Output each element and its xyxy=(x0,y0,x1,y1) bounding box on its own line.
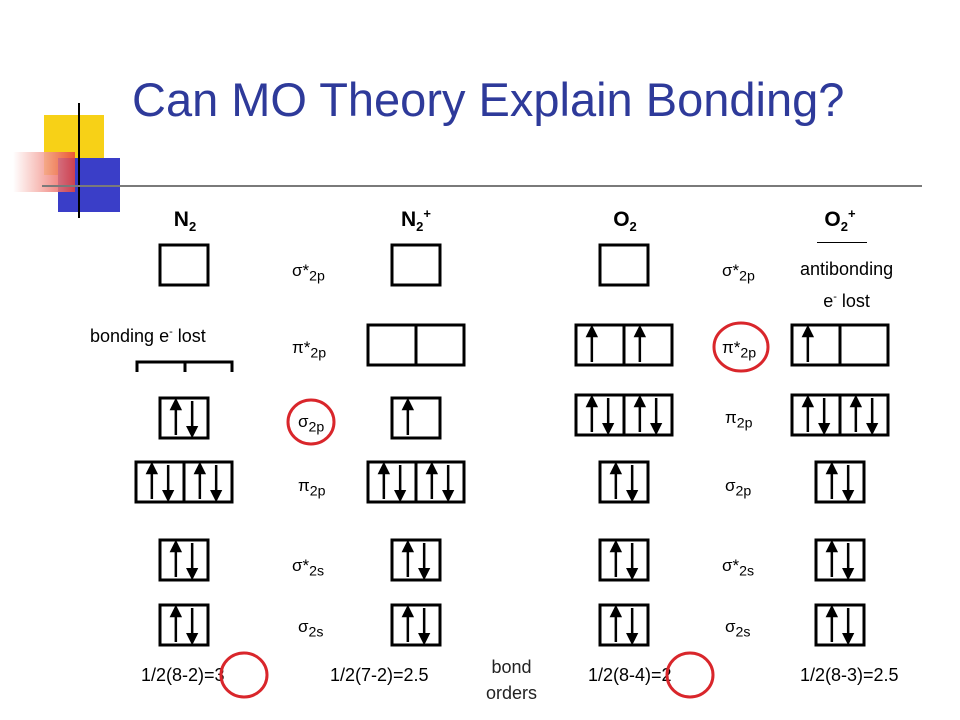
bond-order-o2plus: 1/2(8-3)=2.5 xyxy=(800,665,899,685)
orbital-box-o2-0 xyxy=(598,243,650,287)
orbital-box-o2-5 xyxy=(598,603,650,647)
highlight-circle-bo-n2 xyxy=(219,651,269,699)
col-head-n2: N2 xyxy=(173,208,197,235)
bond-order-n2: 1/2(8-2)=3 xyxy=(141,665,225,685)
bond-order-n2plus: 1/2(7-2)=2.5 xyxy=(330,665,429,685)
orbital-box-o2plus-4 xyxy=(814,603,866,647)
orbital-box-n2plus-4 xyxy=(390,538,442,582)
annotation-bonding-lost: bonding e- lost xyxy=(90,326,206,346)
annotation-antibonding-lost: antibonding e- lost xyxy=(800,259,894,311)
bonding-lost-bracket xyxy=(135,360,234,372)
label-left-sigma-star-2p: σ*2p xyxy=(292,261,325,285)
deco-horizontal-line xyxy=(42,185,922,187)
highlight-circle-pi-star-2p xyxy=(712,321,770,373)
highlight-circle-bo-o2 xyxy=(665,651,715,699)
orbital-box-n2plus-2 xyxy=(390,396,442,440)
label-left-pi-2p: π2p xyxy=(298,476,326,500)
orbital-box-n2-0 xyxy=(158,243,210,287)
orbital-box-n2-4 xyxy=(158,538,210,582)
orbital-box-o2-3 xyxy=(598,460,650,504)
label-right-pi-2p: π2p xyxy=(725,408,753,432)
label-right-sigma-2p: σ2p xyxy=(725,476,752,500)
deco-vertical-line xyxy=(78,103,80,218)
orbital-box-n2plus-5 xyxy=(390,603,442,647)
bond-order-o2: 1/2(8-4)=2 xyxy=(588,665,672,685)
orbital-box-o2plus-3 xyxy=(814,538,866,582)
annotation-bond-orders: bond orders xyxy=(486,657,538,703)
label-right-sigma-star-2p: σ*2p xyxy=(722,261,755,285)
label-right-sigma-2s: σ2s xyxy=(725,617,751,641)
orbital-box-o2plus-2 xyxy=(814,460,866,504)
label-right-pi-star-2p: π*2p xyxy=(722,338,757,362)
orbital-box-n2-2 xyxy=(158,396,210,440)
label-right-sigma-star-2s: σ*2s xyxy=(722,556,755,580)
col-head-o2plus: O2+ xyxy=(824,206,856,235)
label-left-sigma-2p: σ2p xyxy=(298,412,325,436)
col-head-n2plus: N2+ xyxy=(401,206,431,235)
orbital-box-n2-5 xyxy=(158,603,210,647)
orbital-box-n2plus-0 xyxy=(390,243,442,287)
label-left-sigma-2s: σ2s xyxy=(298,617,324,641)
label-left-pi-star-2p: π*2p xyxy=(292,338,327,362)
page-title: Can MO Theory Explain Bonding? xyxy=(132,73,845,126)
o2plus-underline xyxy=(817,242,867,243)
highlight-circle-sigma-2p xyxy=(286,398,336,446)
label-left-sigma-star-2s: σ*2s xyxy=(292,556,325,580)
orbital-box-o2-4 xyxy=(598,538,650,582)
col-head-o2: O2 xyxy=(613,208,637,235)
